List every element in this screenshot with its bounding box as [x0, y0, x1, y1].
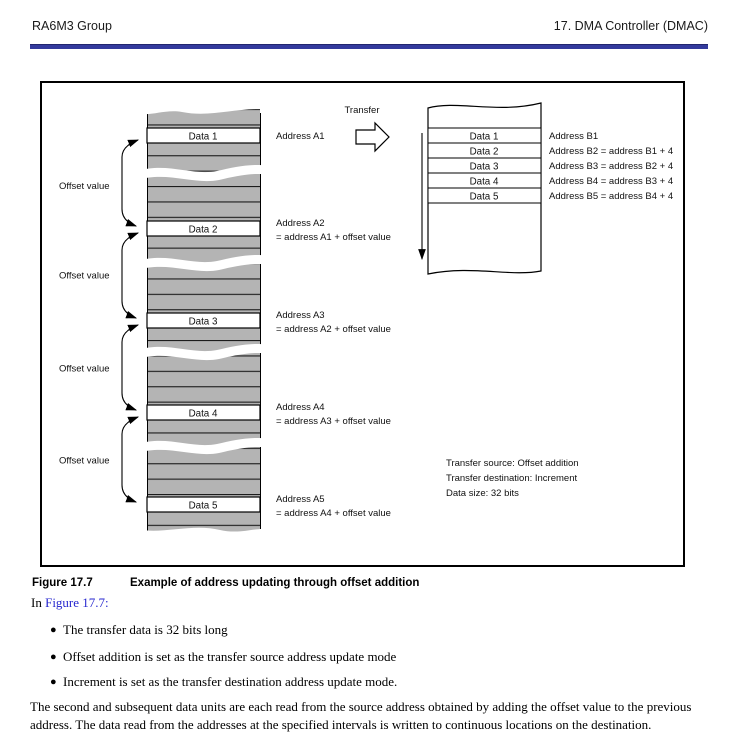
doc-product-name: RA6M3 Group: [32, 19, 112, 33]
source-address: Address A5: [276, 494, 325, 505]
offset-value-label: Offset value: [59, 364, 110, 375]
source-bottom-wave: [138, 527, 269, 545]
source-address-formula: = address A2 + offset value: [276, 324, 391, 335]
bullet-icon: ●: [50, 651, 57, 663]
note-transfer-source: Transfer source: Offset addition: [446, 458, 579, 469]
bullet-item: ● The transfer data is 32 bits long: [50, 622, 228, 638]
source-top-wave: [138, 97, 269, 115]
source-data-cell: [146, 404, 261, 421]
transfer-block-arrow-icon: [355, 121, 390, 153]
intro-prefix: In: [31, 595, 46, 610]
transfer-label: Transfer: [344, 105, 379, 116]
offset-arrow-2: [121, 232, 140, 319]
dest-address: Address B3 = address B2 + 4: [549, 161, 673, 172]
address-update-diagram: Data 1 Data 2 Data 3 Data 4 Data 5 Offse…: [59, 97, 673, 545]
source-address-labels: Address A1 Address A2 = address A1 + off…: [276, 131, 391, 519]
source-data-label: Data 1: [189, 132, 218, 143]
body-paragraph: The second and subsequent data units are…: [30, 699, 692, 733]
dest-address: Address B5 = address B4 + 4: [549, 191, 673, 202]
dest-address: Address B2 = address B1 + 4: [549, 146, 673, 157]
dest-address: Address B1: [549, 131, 598, 142]
dest-data-label: Data 1: [470, 132, 499, 143]
source-data-label: Data 3: [189, 317, 218, 328]
source-address: Address A4: [276, 402, 325, 413]
figure-reference-link[interactable]: Figure 17.7:: [45, 595, 109, 610]
source-address-formula: = address A1 + offset value: [276, 232, 391, 243]
figure-caption-number: Figure 17.7: [32, 577, 93, 589]
bullet-text: The transfer data is 32 bits long: [63, 622, 228, 637]
source-data-cell: [146, 312, 261, 329]
bullet-item: ● Offset addition is set as the transfer …: [50, 649, 396, 665]
offset-value-label: Offset value: [59, 271, 110, 282]
bullet-text: Offset addition is set as the transfer s…: [63, 649, 397, 664]
doc-chapter-title: 17. DMA Controller (DMAC): [553, 19, 708, 33]
offset-arrow-3: [121, 324, 140, 411]
source-address: Address A1: [276, 131, 325, 142]
source-data-cell: [146, 127, 261, 144]
offset-arrow-1: [121, 139, 140, 227]
dest-address: Address B4 = address B3 + 4: [549, 176, 673, 187]
source-data-label: Data 5: [189, 501, 218, 512]
figure-caption-title: Example of address updating through offs…: [130, 577, 420, 589]
offset-arrow-4: [121, 416, 140, 503]
dest-data-cell: [427, 187, 542, 204]
bullet-icon: ●: [50, 624, 57, 636]
transfer-mode-notes: Transfer source: Offset addition Transfe…: [446, 458, 579, 499]
intro-line: In Figure 17.7:: [31, 595, 109, 611]
bullet-icon: ●: [50, 676, 57, 688]
offset-connector-arrows: [121, 139, 140, 503]
bullet-text: Increment is set as the transfer destina…: [63, 674, 398, 689]
dest-data-label: Data 3: [470, 162, 499, 173]
source-address: Address A3: [276, 310, 325, 321]
note-data-size: Data size: 32 bits: [446, 488, 519, 499]
offset-value-label: Offset value: [59, 181, 110, 192]
source-data-label: Data 4: [189, 409, 218, 420]
figure-17-7-diagram: Data 1 Data 2 Data 3 Data 4 Data 5 Offse…: [40, 81, 685, 567]
offset-value-label: Offset value: [59, 456, 110, 467]
dest-data-label: Data 4: [470, 177, 499, 188]
source-address-formula: = address A3 + offset value: [276, 416, 391, 427]
source-memory-column: Data 1 Data 2 Data 3 Data 4 Data 5: [138, 97, 269, 545]
header-divider-rule: [30, 44, 708, 49]
source-data-label: Data 2: [189, 225, 218, 236]
source-address: Address A2: [276, 218, 325, 229]
source-data-cell: [146, 220, 261, 237]
dest-data-label: Data 5: [470, 192, 499, 203]
source-address-formula: = address A4 + offset value: [276, 508, 391, 519]
note-transfer-destination: Transfer destination: Increment: [446, 473, 577, 484]
destination-memory-column: Data 1 Data 2 Data 3 Data 4 Data 5: [418, 102, 542, 275]
destination-address-labels: Address B1 Address B2 = address B1 + 4 A…: [549, 131, 673, 202]
bullet-item: ● Increment is set as the transfer destin…: [50, 674, 397, 690]
dest-data-label: Data 2: [470, 147, 499, 158]
source-data-cell: [146, 496, 261, 513]
